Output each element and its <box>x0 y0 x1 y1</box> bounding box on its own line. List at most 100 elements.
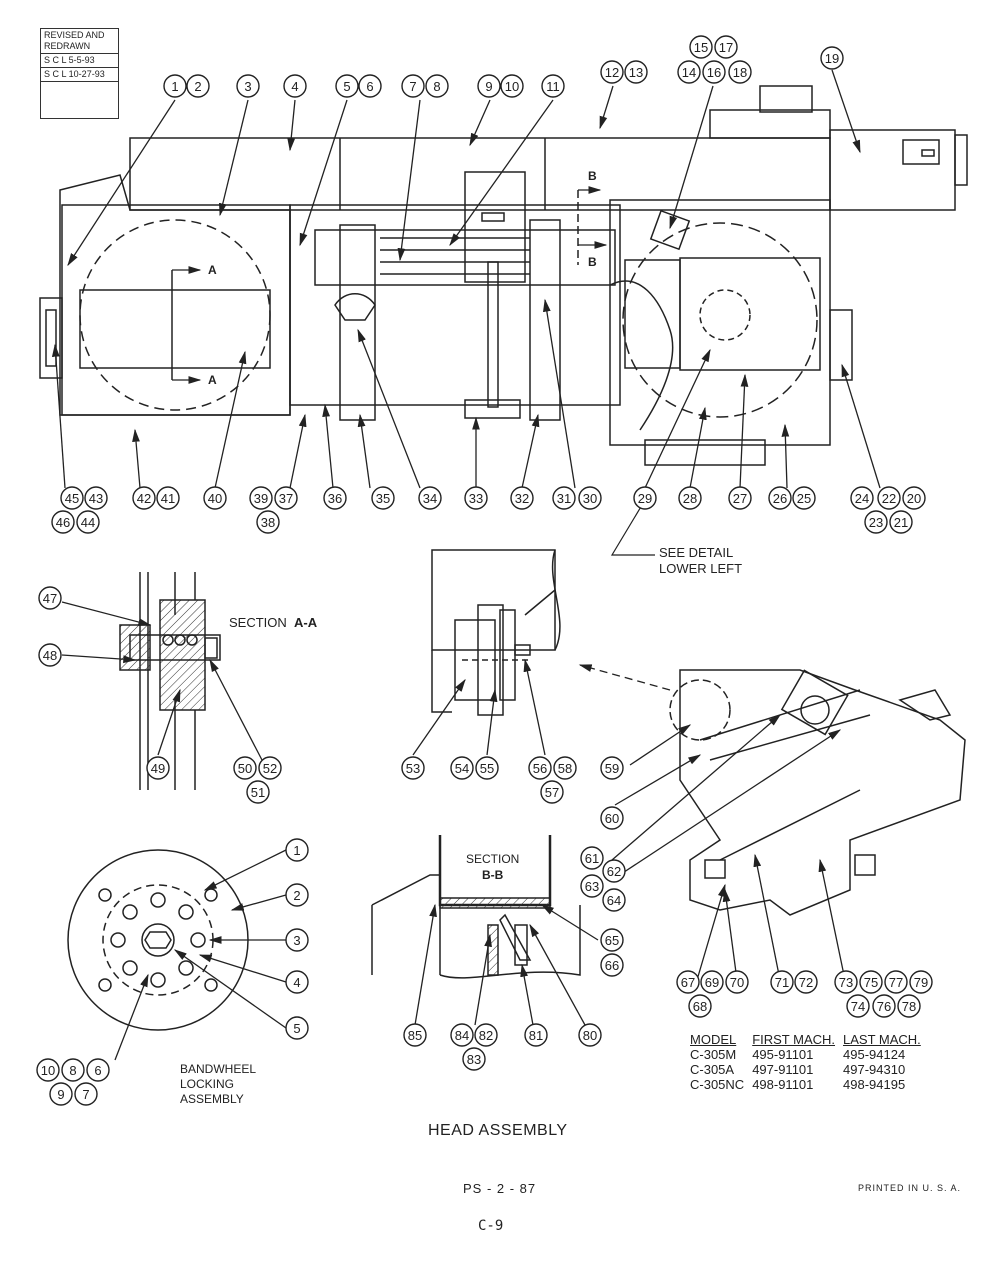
callout-balloon-46: 46 <box>51 510 75 534</box>
callout-number: 57 <box>545 785 559 800</box>
callout-balloon-56: 56 <box>528 756 552 780</box>
svg-text:B: B <box>588 169 597 183</box>
callout-circle <box>510 486 534 510</box>
callout-balloon-42: 42 <box>132 486 156 510</box>
callout-circle <box>877 486 901 510</box>
callout-circle <box>283 74 307 98</box>
callout-number: 80 <box>583 1028 597 1043</box>
callout-balloon-33: 33 <box>464 486 488 510</box>
callout-circle <box>600 953 624 977</box>
callout-circle <box>794 970 818 994</box>
leader-lines <box>51 69 881 1061</box>
callout-number: 32 <box>515 491 529 506</box>
table-cell: 495-94124 <box>843 1047 906 1062</box>
callout-circle <box>524 1023 548 1047</box>
callout-number: 6 <box>94 1063 101 1078</box>
printed-in-usa: PRINTED IN U. S. A. <box>858 1183 962 1193</box>
blade-guide-assembly-view <box>669 669 966 916</box>
table-cell: 497-91101 <box>752 1062 814 1077</box>
callout-number: 82 <box>479 1028 493 1043</box>
callout-circle <box>156 486 180 510</box>
callout-balloon-81: 81 <box>524 1023 548 1047</box>
ps-number: PS - 2 - 87 <box>463 1181 537 1196</box>
callout-number: 25 <box>797 491 811 506</box>
callout-balloon-15: 15 <box>689 35 713 59</box>
callout-number: 76 <box>877 999 891 1014</box>
callout-circle <box>768 486 792 510</box>
callout-balloon-57: 57 <box>540 780 564 804</box>
callout-circle <box>418 486 442 510</box>
callout-circle <box>256 510 280 534</box>
callout-circle <box>258 756 282 780</box>
callout-number: 59 <box>605 761 619 776</box>
callout-number: 14 <box>682 65 696 80</box>
callout-number: 37 <box>279 491 293 506</box>
callout-circle <box>60 486 84 510</box>
callout-number: 18 <box>733 65 747 80</box>
table-cell: C-305M <box>690 1047 737 1062</box>
callout-balloon-77: 77 <box>884 970 908 994</box>
callout-number: 79 <box>914 975 928 990</box>
callout-balloon-20: 20 <box>902 486 926 510</box>
callout-circle <box>236 74 260 98</box>
callout-circle <box>725 970 749 994</box>
callout-balloon-30: 30 <box>578 486 602 510</box>
callout-balloon-10: 10 <box>500 74 524 98</box>
callout-number: 16 <box>707 65 721 80</box>
callout-balloon-31: 31 <box>552 486 576 510</box>
callout-balloon-63: 63 <box>580 874 604 898</box>
callout-number: 72 <box>799 975 813 990</box>
callout-number: 24 <box>855 491 869 506</box>
section-aa-label: SECTION A-A <box>229 615 318 630</box>
callout-balloon-27: 27 <box>728 486 752 510</box>
callout-balloon-2: 2 <box>186 74 210 98</box>
svg-text:B: B <box>588 255 597 269</box>
section-aa-view <box>119 572 221 790</box>
callout-balloon-64: 64 <box>602 888 626 912</box>
callout-circle <box>38 586 62 610</box>
callout-balloon-10: 10 <box>36 1058 60 1082</box>
callout-number: 70 <box>730 975 744 990</box>
callout-circle <box>689 35 713 59</box>
callout-number: 10 <box>41 1063 55 1078</box>
bolt-circle <box>98 888 218 992</box>
callout-number: 10 <box>505 79 519 94</box>
callout-balloon-85: 85 <box>403 1023 427 1047</box>
callout-number: 83 <box>467 1052 481 1067</box>
callout-number: 85 <box>408 1028 422 1043</box>
table-header-row: MODEL FIRST MACH. LAST MACH. <box>690 1032 929 1047</box>
callout-balloon-3: 3 <box>236 74 260 98</box>
callout-balloon-36: 36 <box>323 486 347 510</box>
callout-circle <box>61 1058 85 1082</box>
callout-balloon-3: 3 <box>285 928 309 952</box>
callout-circle <box>425 74 449 98</box>
main-machine-view <box>39 85 968 466</box>
callout-number: 48 <box>43 648 57 663</box>
callout-balloon-5: 5 <box>335 74 359 98</box>
callout-circle <box>678 486 702 510</box>
callout-circle <box>600 806 624 830</box>
callout-balloon-4: 4 <box>283 74 307 98</box>
callout-number: 67 <box>681 975 695 990</box>
callout-circle <box>371 486 395 510</box>
callout-circle <box>541 74 565 98</box>
callout-circle <box>335 74 359 98</box>
callout-number: 8 <box>69 1063 76 1078</box>
callout-balloon-60: 60 <box>600 806 624 830</box>
section-marker-b-bottom: B <box>578 241 608 269</box>
callout-circle <box>285 970 309 994</box>
table-cell: 497-94310 <box>843 1062 906 1077</box>
callout-number: 3 <box>244 79 251 94</box>
callout-number: 66 <box>605 958 619 973</box>
callout-balloon-7: 7 <box>74 1082 98 1106</box>
callout-number: 6 <box>366 79 373 94</box>
callout-balloon-84: 84 <box>450 1023 474 1047</box>
callout-number: 20 <box>907 491 921 506</box>
callout-balloon-52: 52 <box>258 756 282 780</box>
callout-balloon-1: 1 <box>285 838 309 862</box>
callout-circle <box>600 928 624 952</box>
callout-number: 51 <box>251 785 265 800</box>
